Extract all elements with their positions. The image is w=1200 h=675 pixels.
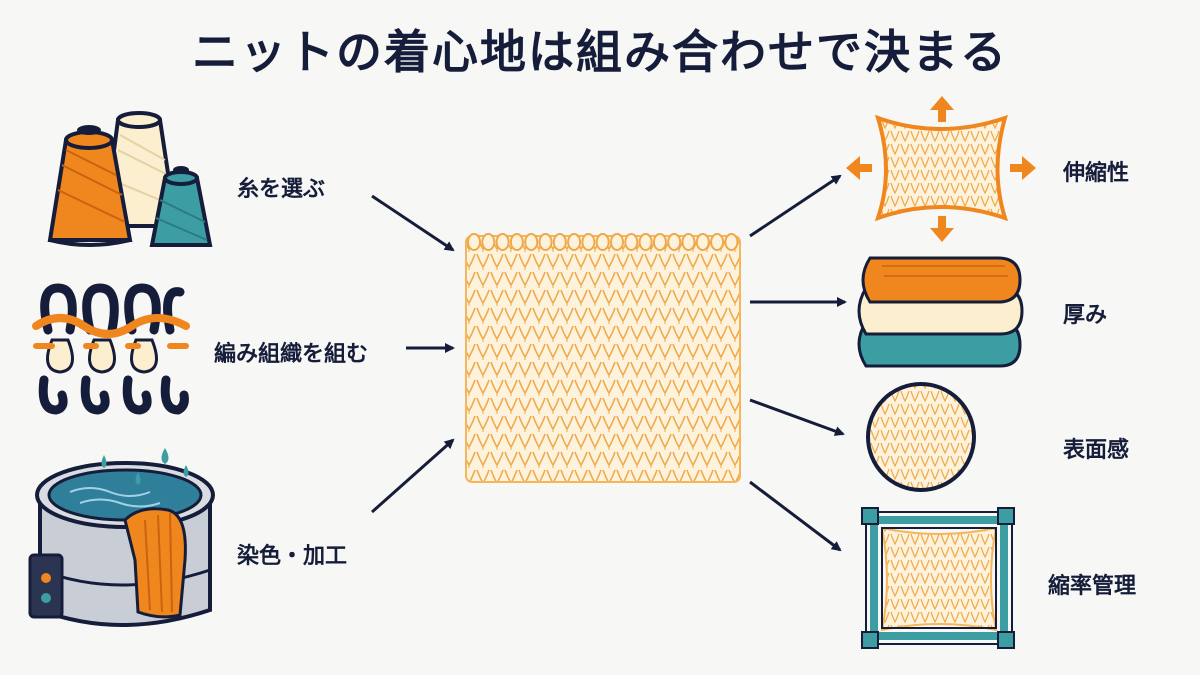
knit-loop [610,233,624,251]
knit-loop [467,233,481,251]
central-knit-swatch [465,233,741,483]
knit-loop [710,233,725,251]
label-dye-finish: 染色・加工 [237,544,348,569]
knit-loop [581,233,596,251]
knit-loop [667,233,682,251]
arrow-yarn-to-fabric [371,194,455,252]
knit-loop [681,233,696,251]
knit-loop [481,233,496,251]
knit-loop [524,233,539,251]
dye-vat-icon [28,448,215,627]
knit-loop [567,233,582,251]
knit-loop [638,233,653,251]
label-elasticity: 伸縮性 [1063,161,1130,186]
surface-texture-icon [866,382,976,492]
label-knit-structure: 編み組織を組む [214,342,369,367]
knit-loop [695,233,710,251]
arrow-to-surface [749,398,845,436]
knit-loop [538,233,553,251]
knit-loop [495,233,510,251]
knit-loop [595,233,610,251]
knit-loop [724,233,739,251]
folded-fabric-stack-icon [857,256,1024,368]
stretch-fabric-icon [846,96,1036,242]
knit-loop [509,233,524,251]
knit-loop [624,233,639,251]
yarn-cones-icon [47,111,213,247]
knit-loops-icon [32,283,190,415]
arrow-dye-to-fabric [371,438,455,514]
arrow-to-elasticity [749,174,842,238]
label-surface: 表面感 [1063,438,1130,463]
label-choose-yarn: 糸を選ぶ [237,177,326,202]
knit-loop [652,233,667,251]
output-arrows [749,174,847,552]
knit-loop [552,233,567,251]
arrow-to-shrinkage [749,480,842,552]
page-title: ニットの着心地は組み合わせで決まる [192,25,1008,79]
label-thickness: 厚み [1063,303,1108,328]
input-arrows [371,194,455,514]
label-shrinkage-control: 縮率管理 [1048,574,1137,599]
frame-stretcher-icon [861,507,1015,649]
